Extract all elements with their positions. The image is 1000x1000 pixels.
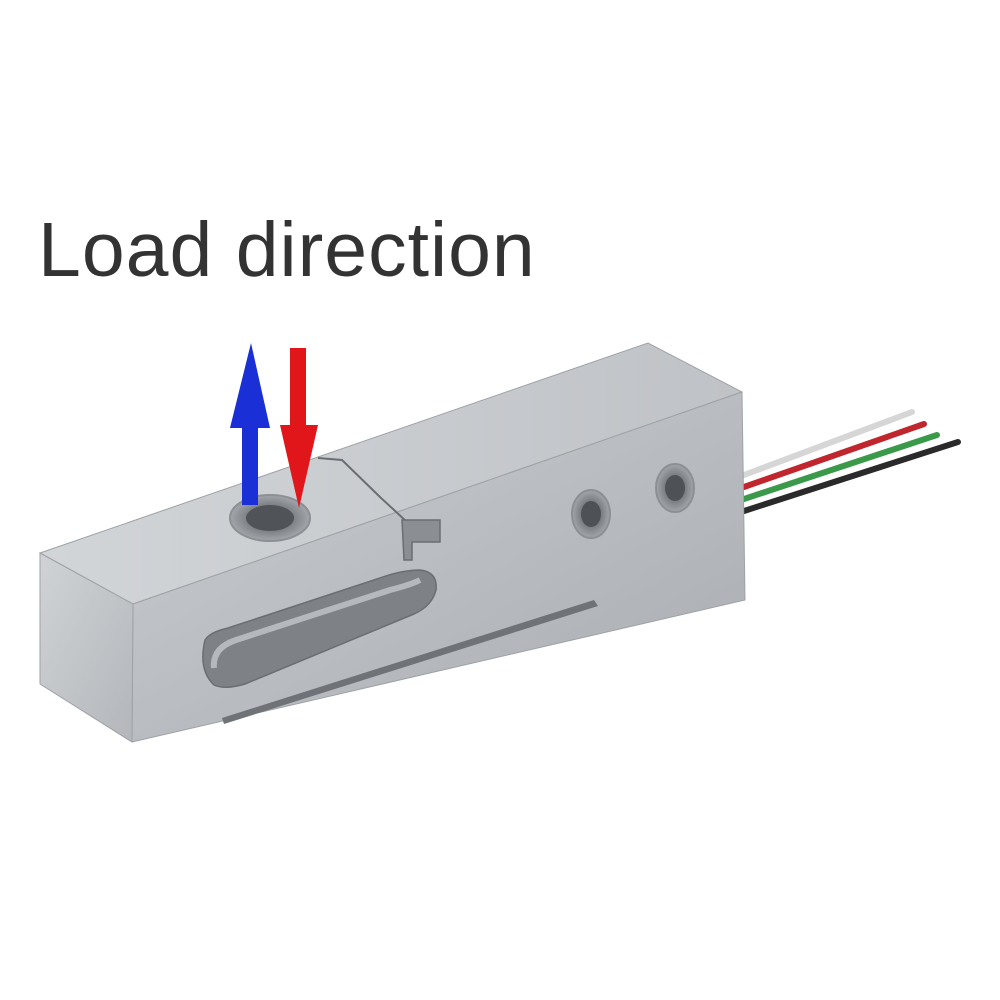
load-direction-label: Load direction (38, 207, 536, 293)
wire-black (741, 439, 961, 514)
gap-line (317, 457, 408, 523)
arrow-up-icon (230, 343, 270, 505)
load-cell-body (38, 342, 746, 743)
bottom-edge (222, 600, 598, 724)
wire-red (741, 421, 927, 490)
wire-bundle (741, 409, 961, 514)
arrow-down-icon (280, 348, 318, 508)
wire-white (741, 409, 915, 478)
notch (401, 519, 441, 561)
end-face (39, 552, 134, 743)
slot-opening (202, 569, 437, 688)
wire-green (741, 432, 940, 502)
slot-inner-shadow (210, 577, 422, 669)
